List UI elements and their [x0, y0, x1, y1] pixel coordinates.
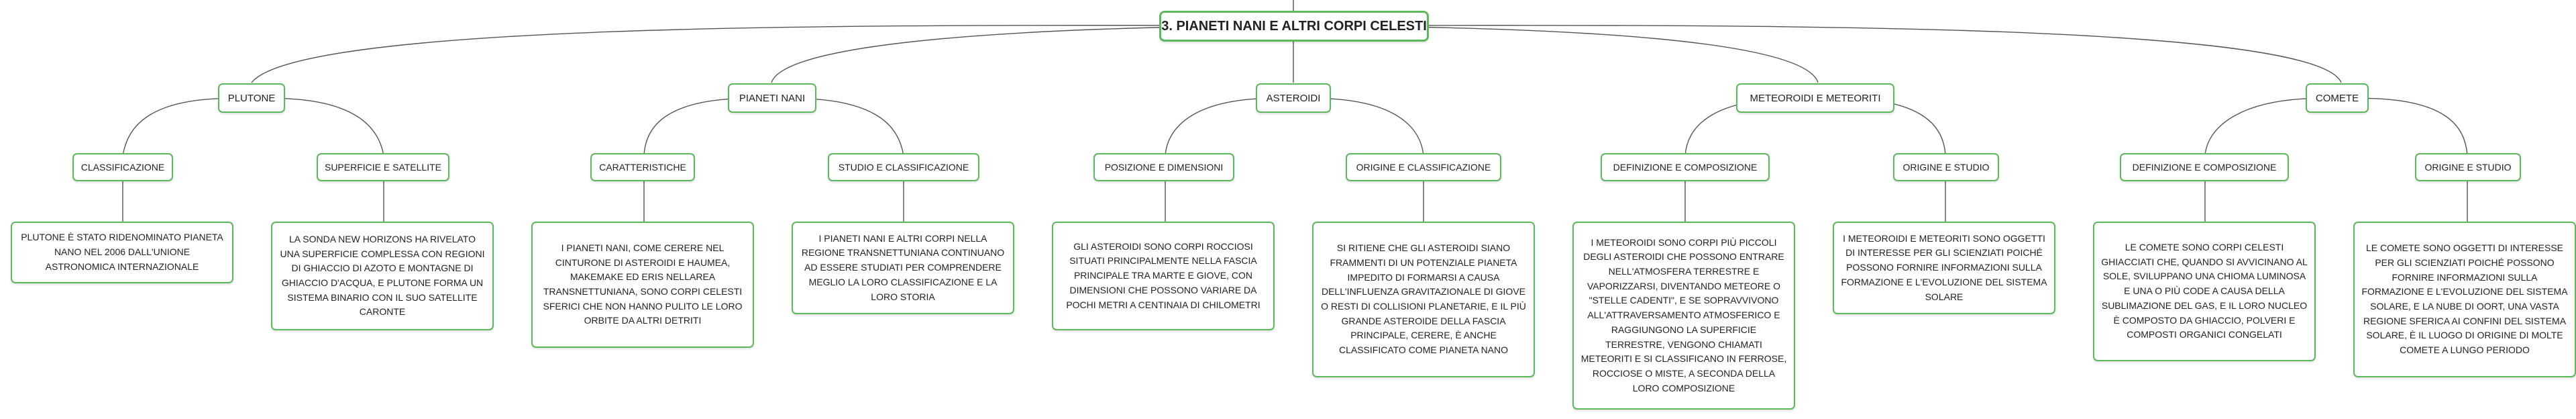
- leaf-text-box[interactable]: GLI ASTEROIDI SONO CORPI ROCCIOSI SITUAT…: [1052, 222, 1275, 330]
- leaf-text: GLI ASTEROIDI SONO CORPI ROCCIOSI SITUAT…: [1066, 240, 1260, 310]
- sub-label: ORIGINE E STUDIO: [2424, 162, 2512, 173]
- sub-label: SUPERFICIE E SATELLITE: [324, 162, 441, 173]
- leaf-text: SI RITIENE CHE GLI ASTEROIDI SIANO FRAMM…: [1321, 242, 1526, 356]
- sub-classificazione[interactable]: CLASSIFICAZIONE: [72, 153, 173, 181]
- sub-superficie-satellite[interactable]: SUPERFICIE E SATELLITE: [317, 153, 449, 181]
- sub-definizione-composizione[interactable]: DEFINIZIONE E COMPOSIZIONE: [1601, 153, 1770, 181]
- sub-caratteristiche[interactable]: CARATTERISTICHE: [590, 153, 695, 181]
- sub-definizione-composizione[interactable]: DEFINIZIONE E COMPOSIZIONE: [2120, 153, 2289, 181]
- sub-label: CARATTERISTICHE: [599, 162, 686, 173]
- category-label: ASTEROIDI: [1266, 92, 1321, 104]
- leaf-text-box[interactable]: LE COMETE SONO CORPI CELESTI GHIACCIATI …: [2093, 222, 2316, 361]
- sub-label: STUDIO E CLASSIFICAZIONE: [838, 162, 969, 173]
- category-asteroidi[interactable]: ASTEROIDI: [1256, 83, 1331, 113]
- category-label: PLUTONE: [227, 92, 276, 104]
- leaf-text-box[interactable]: I PIANETI NANI, COME CERERE NEL CINTURON…: [531, 222, 754, 348]
- leaf-text: I METEOROIDI SONO CORPI PIÙ PICCOLI DEGL…: [1580, 236, 1787, 393]
- category-label: PIANETI NANI: [739, 92, 806, 104]
- leaf-text: I METEOROIDI E METEORITI SONO OGGETTI DI…: [1841, 232, 2047, 302]
- category-meteoroidi-meteoriti[interactable]: METEOROIDI E METEORITI: [1736, 83, 1894, 113]
- leaf-text-box[interactable]: LE COMETE SONO OGGETTI DI INTERESSE PER …: [2353, 222, 2576, 377]
- sub-origine-studio[interactable]: ORIGINE E STUDIO: [1893, 153, 1999, 181]
- category-comete[interactable]: COMETE: [2306, 83, 2369, 113]
- sub-origine-studio[interactable]: ORIGINE E STUDIO: [2415, 153, 2521, 181]
- sub-origine-classificazione[interactable]: ORIGINE E CLASSIFICAZIONE: [1346, 153, 1501, 181]
- category-plutone[interactable]: PLUTONE: [218, 83, 285, 113]
- leaf-text: I PIANETI NANI, COME CERERE NEL CINTURON…: [543, 242, 743, 326]
- sub-label: ORIGINE E CLASSIFICAZIONE: [1356, 162, 1491, 173]
- root-title: 3. PIANETI NANI E ALTRI CORPI CELESTI: [1161, 18, 1427, 34]
- category-label: METEOROIDI E METEORITI: [1750, 92, 1881, 104]
- sub-label: POSIZIONE E DIMENSIONI: [1104, 162, 1224, 173]
- category-pianeti-nani[interactable]: PIANETI NANI: [728, 83, 816, 113]
- leaf-text-box[interactable]: LA SONDA NEW HORIZONS HA RIVELATO UNA SU…: [271, 222, 494, 330]
- sub-label: ORIGINE E STUDIO: [1902, 162, 1990, 173]
- leaf-text-box[interactable]: I PIANETI NANI E ALTRI CORPI NELLA REGIO…: [792, 222, 1014, 314]
- leaf-text: LE COMETE SONO OGGETTI DI INTERESSE PER …: [2361, 242, 2568, 356]
- sub-label: DEFINIZIONE E COMPOSIZIONE: [2132, 162, 2277, 173]
- sub-studio-classificazione[interactable]: STUDIO E CLASSIFICAZIONE: [828, 153, 979, 181]
- sub-label: DEFINIZIONE E COMPOSIZIONE: [1613, 162, 1758, 173]
- leaf-text: PLUTONE È STATO RIDENOMINATO PIANETA NAN…: [21, 232, 223, 272]
- leaf-text-box[interactable]: SI RITIENE CHE GLI ASTEROIDI SIANO FRAMM…: [1312, 222, 1535, 377]
- leaf-text-box[interactable]: I METEOROIDI SONO CORPI PIÙ PICCOLI DEGL…: [1572, 222, 1795, 410]
- sub-label: CLASSIFICAZIONE: [80, 162, 165, 173]
- leaf-text-box[interactable]: I METEOROIDI E METEORITI SONO OGGETTI DI…: [1833, 222, 2055, 314]
- sub-posizione-dimensioni[interactable]: POSIZIONE E DIMENSIONI: [1093, 153, 1234, 181]
- category-label: COMETE: [2315, 92, 2359, 104]
- root-node[interactable]: 3. PIANETI NANI E ALTRI CORPI CELESTI: [1159, 11, 1429, 42]
- leaf-text-box[interactable]: PLUTONE È STATO RIDENOMINATO PIANETA NAN…: [11, 222, 233, 283]
- leaf-text: LA SONDA NEW HORIZONS HA RIVELATO UNA SU…: [280, 233, 485, 318]
- leaf-text: LE COMETE SONO CORPI CELESTI GHIACCIATI …: [2101, 242, 2308, 340]
- leaf-text: I PIANETI NANI E ALTRI CORPI NELLA REGIO…: [801, 232, 1005, 302]
